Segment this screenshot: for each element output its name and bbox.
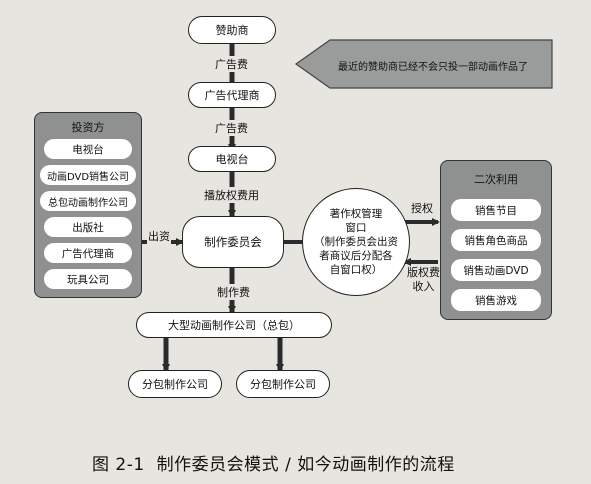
secondary-use-item: 销售游戏 bbox=[451, 289, 541, 311]
investor-item: 动画DVD销售公司 bbox=[40, 165, 136, 185]
copyright-line: 著作权管理 bbox=[329, 208, 383, 220]
label-ad-fee-1: 广告费 bbox=[214, 56, 249, 72]
copyright-window-circle: 著作权管理 窗口 （制作委员会出资 者商议后分配各 自窗口权） bbox=[302, 188, 410, 296]
label-investment: 出资 bbox=[147, 228, 171, 244]
investor-item: 玩具公司 bbox=[44, 269, 132, 289]
secondary-use-panel: 二次利用 销售节目 销售角色商品 销售动画DVD 销售游戏 bbox=[440, 160, 552, 320]
sponsor-box: 赞助商 bbox=[188, 16, 276, 44]
secondary-use-item: 销售动画DVD bbox=[451, 259, 541, 281]
committee-box: 制作委员会 bbox=[182, 216, 284, 268]
main-studio-box: 大型动画制作公司（总包） bbox=[136, 312, 332, 338]
label-broadcast-fee: 播放权费用 bbox=[203, 187, 260, 203]
sponsor-note: 最近的赞助商已经不会只投一部动画作品了 bbox=[338, 62, 528, 73]
label-royalty: 版权费 收入 bbox=[406, 266, 441, 294]
secondary-use-item: 销售角色商品 bbox=[451, 229, 541, 251]
copyright-line: 自窗口权） bbox=[329, 264, 383, 276]
figure-title: 制作委员会模式 / 如今动画制作的流程 bbox=[156, 455, 455, 475]
copyright-line: （制作委员会出资 bbox=[314, 236, 398, 248]
sub-studio-box-2: 分包制作公司 bbox=[236, 370, 330, 398]
label-license: 授权 bbox=[410, 200, 434, 216]
label-ad-fee-2: 广告费 bbox=[214, 120, 249, 136]
investor-item: 总包动画制作公司 bbox=[40, 191, 136, 211]
note-arrow-shape bbox=[294, 39, 553, 89]
tv-station-box: 电视台 bbox=[188, 146, 276, 172]
investor-item: 电视台 bbox=[44, 139, 132, 159]
secondary-use-item: 销售节目 bbox=[451, 199, 541, 221]
copyright-line: 者商议后分配各 bbox=[319, 250, 393, 262]
investor-item: 广告代理商 bbox=[44, 243, 132, 263]
label-royalty-line1: 版权费 bbox=[407, 266, 440, 279]
sub-studio-box-1: 分包制作公司 bbox=[128, 370, 222, 398]
investors-panel: 投资方 电视台 动画DVD销售公司 总包动画制作公司 出版社 广告代理商 玩具公… bbox=[34, 112, 142, 298]
figure-caption: 图 2-1 制作委员会模式 / 如今动画制作的流程 bbox=[92, 450, 467, 475]
figure-number: 图 2-1 bbox=[92, 455, 145, 475]
investors-title: 投资方 bbox=[71, 121, 105, 134]
secondary-use-title: 二次利用 bbox=[474, 173, 518, 186]
label-production-fee: 制作费 bbox=[216, 284, 251, 300]
ad-agency-box: 广告代理商 bbox=[188, 82, 276, 108]
investor-item: 出版社 bbox=[44, 217, 132, 237]
copyright-line: 窗口 bbox=[345, 222, 367, 234]
label-royalty-line2: 收入 bbox=[412, 280, 435, 293]
